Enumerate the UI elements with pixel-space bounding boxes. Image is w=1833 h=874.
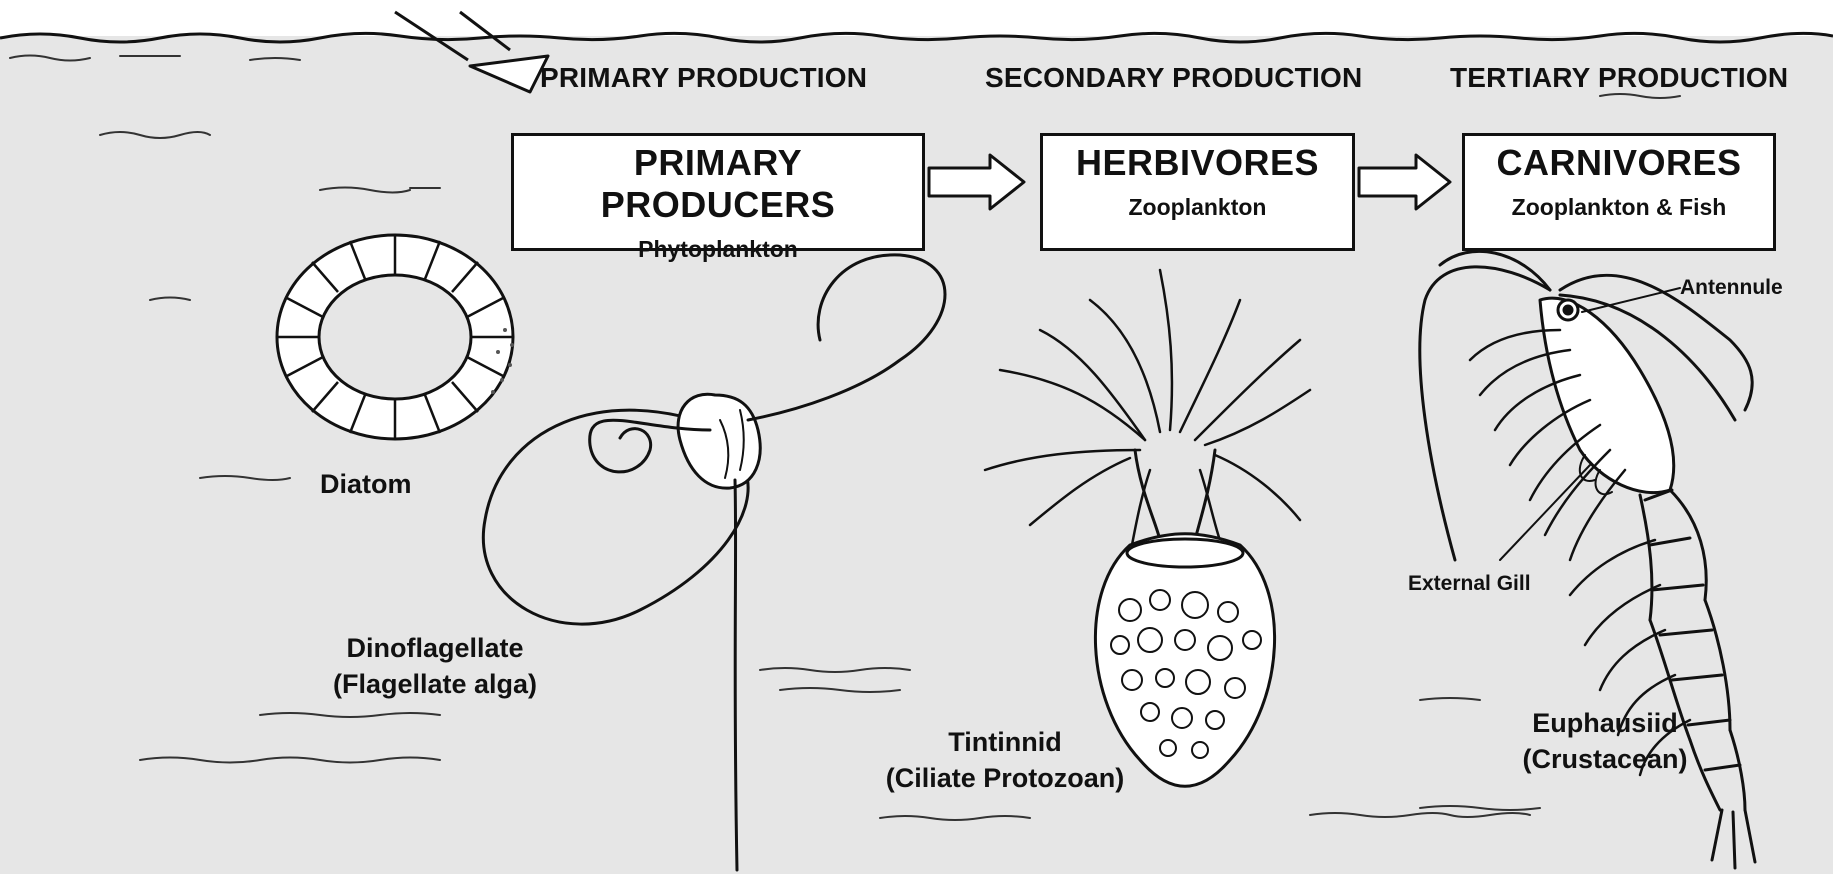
antennule-label: Antennule xyxy=(1680,276,1783,300)
dinoflagellate-description: (Flagellate alga) xyxy=(305,666,565,702)
primary-producers-box: PRIMARY PRODUCERS Phytoplankton xyxy=(511,133,925,251)
box-title: CARNIVORES xyxy=(1465,142,1773,184)
external-gill-label: External Gill xyxy=(1408,572,1531,596)
diatom-name: Diatom xyxy=(320,466,412,502)
primary-production-heading: PRIMARY PRODUCTION xyxy=(540,62,867,94)
box-subtitle: Zooplankton & Fish xyxy=(1465,194,1773,221)
tintinnid-description: (Ciliate Protozoan) xyxy=(855,760,1155,796)
euphausiid-label: Euphausiid (Crustacean) xyxy=(1505,705,1705,777)
tertiary-production-heading: TERTIARY PRODUCTION xyxy=(1450,62,1788,94)
herbivores-box: HERBIVORES Zooplankton xyxy=(1040,133,1355,251)
box-title: PRIMARY PRODUCERS xyxy=(514,142,922,226)
euphausiid-description: (Crustacean) xyxy=(1505,741,1705,777)
arrow-herbivores-to-carnivores-icon xyxy=(1359,155,1450,209)
diatom-label: Diatom xyxy=(320,466,412,502)
box-subtitle: Zooplankton xyxy=(1043,194,1352,221)
tintinnid-illustration xyxy=(985,270,1310,786)
secondary-production-heading: SECONDARY PRODUCTION xyxy=(985,62,1362,94)
box-subtitle: Phytoplankton xyxy=(514,236,922,263)
dinoflagellate-label: Dinoflagellate (Flagellate alga) xyxy=(305,630,565,702)
arrow-producers-to-herbivores-icon xyxy=(929,155,1024,209)
euphausiid-name: Euphausiid xyxy=(1505,705,1705,741)
dinoflagellate-name: Dinoflagellate xyxy=(305,630,565,666)
tintinnid-name: Tintinnid xyxy=(855,724,1155,760)
box-title: HERBIVORES xyxy=(1043,142,1352,184)
tintinnid-label: Tintinnid (Ciliate Protozoan) xyxy=(855,724,1155,796)
carnivores-box: CARNIVORES Zooplankton & Fish xyxy=(1462,133,1776,251)
diatom-illustration xyxy=(277,235,514,439)
